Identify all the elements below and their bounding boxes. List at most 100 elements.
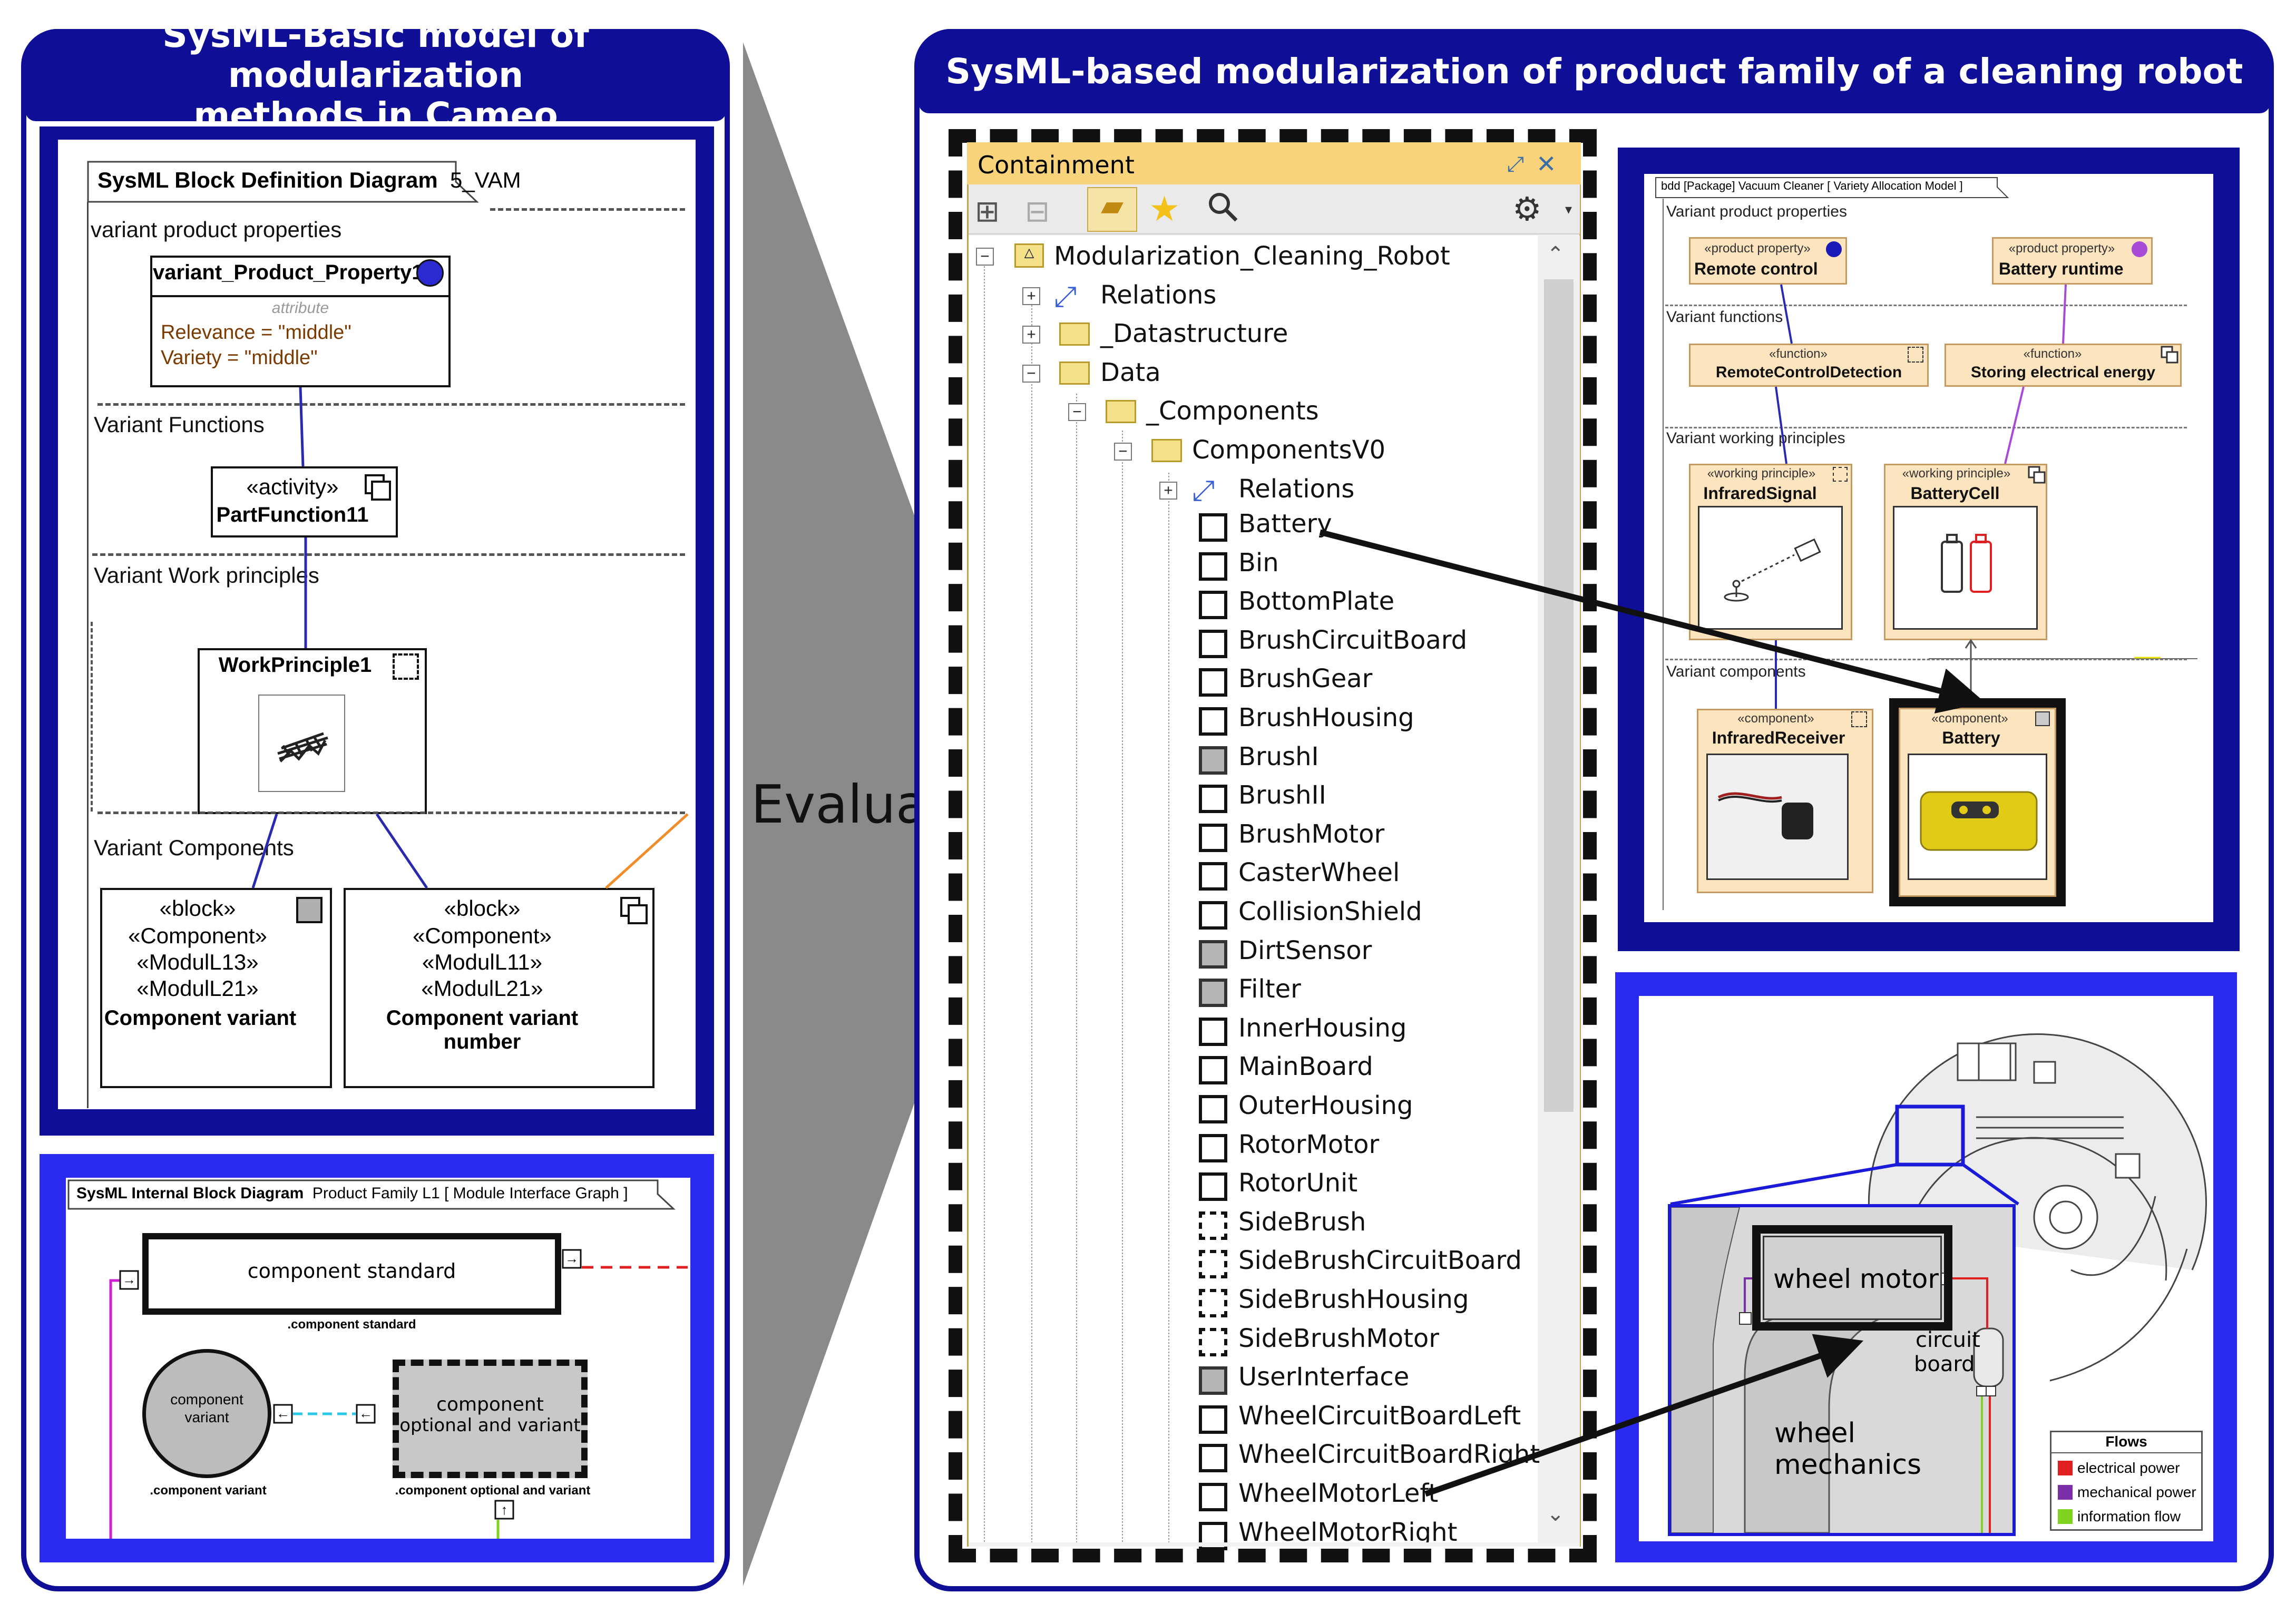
tree-item[interactable]: CollisionShield [1238, 897, 1422, 926]
comp1-stereo-4: «ModulL21» [136, 976, 259, 1001]
component-element-icon [1199, 785, 1227, 813]
restore-icon[interactable]: ⤢ [1507, 153, 1524, 176]
flows-divider [2051, 1452, 2202, 1453]
tree-item[interactable]: Filter [1238, 974, 1301, 1004]
evaluation-arrow [743, 42, 1020, 1586]
relations-expander[interactable]: + [1022, 287, 1040, 305]
comp1-stereo-2: «Component» [128, 923, 267, 948]
relations-icon: ⤢ [1054, 281, 1077, 312]
svg-text:←: ← [359, 1405, 373, 1421]
bdd-section-properties: variant product properties [91, 217, 342, 242]
tree-item[interactable]: SideBrush [1238, 1207, 1366, 1237]
close-icon[interactable]: ✕ [1536, 150, 1557, 178]
tree-item[interactable]: BrushII [1238, 780, 1326, 810]
dropdown-icon[interactable]: ▾ [1565, 201, 1572, 217]
vam-func2 [1945, 344, 2182, 387]
component-element-icon [1199, 630, 1227, 658]
scroll-down-icon[interactable]: ⌄ [1547, 1502, 1565, 1526]
component-element-icon [1199, 552, 1227, 581]
root-expander[interactable]: − [976, 248, 994, 266]
tree-item[interactable]: BottomPlate [1238, 586, 1395, 616]
vam-prop1-stereo: «product property» [1704, 241, 1811, 256]
tree-relations[interactable]: Relations [1100, 280, 1217, 310]
function-stereo: «activity» [246, 474, 339, 499]
svg-text:↑: ↑ [501, 1502, 508, 1518]
expand-icon[interactable]: ⊟ [1025, 194, 1050, 228]
left-title-line1: SysML-Basic model of modularization [162, 14, 589, 95]
tree-item[interactable]: WheelCircuitBoardRight [1238, 1440, 1540, 1469]
component-element-icon [1199, 901, 1227, 930]
tree-inner-relations[interactable]: Relations [1238, 474, 1355, 504]
component-element-icon [1199, 979, 1227, 1007]
tree-item[interactable]: BrushGear [1238, 664, 1373, 693]
vam-sec-components: Variant components [1666, 663, 1806, 680]
tree-item[interactable]: SideBrushHousing [1238, 1285, 1469, 1314]
component-element-icon [1199, 1172, 1227, 1201]
vam-header: bdd [Package] Vacuum Cleaner [ Variety A… [1661, 179, 1963, 192]
tree-datastructure[interactable]: _Datastructure [1100, 319, 1288, 348]
star-icon[interactable]: ★ [1149, 189, 1180, 228]
vam-func2-name: Storing electrical energy [1970, 364, 2156, 381]
property-block-title: variant_Product_Property1 [153, 261, 424, 284]
components-expander[interactable]: − [1068, 403, 1086, 421]
tree-item[interactable]: Battery [1238, 509, 1332, 539]
bdd-divider-top [490, 208, 685, 211]
tree-components[interactable]: _Components [1146, 396, 1319, 426]
tree-componentsv0[interactable]: ComponentsV0 [1192, 435, 1386, 465]
inner-relations-expander[interactable]: + [1159, 482, 1177, 500]
tree-item[interactable]: BrushCircuitBoard [1238, 625, 1468, 655]
tree-item[interactable]: BrushHousing [1238, 703, 1414, 732]
tree-item[interactable]: SideBrushMotor [1238, 1324, 1440, 1353]
tree-item[interactable]: OuterHousing [1238, 1091, 1413, 1120]
flow-information-label: information flow [2077, 1508, 2181, 1524]
principle-image [258, 695, 345, 792]
flows-legend [2050, 1431, 2203, 1531]
comp1-stereo-1: «block» [159, 896, 236, 921]
vam-func1 [1689, 344, 1929, 387]
data-expander[interactable]: − [1022, 365, 1040, 383]
tree-item[interactable]: InnerHousing [1238, 1013, 1407, 1043]
tree-item[interactable]: DirtSensor [1238, 936, 1372, 965]
tree-item[interactable]: WheelCircuitBoardLeft [1238, 1401, 1521, 1431]
component-element-icon [1199, 1211, 1227, 1240]
tree-item[interactable]: Bin [1238, 548, 1279, 578]
bdd-section-principles: Variant Work principles [94, 563, 319, 588]
wheel-motor-box [1752, 1225, 1952, 1331]
tree-bottom-clip [969, 1542, 1580, 1547]
bdd-header-tab [87, 161, 487, 203]
vam-frame-left [1663, 199, 1664, 910]
vam-sec-properties: Variant product properties [1666, 203, 1847, 220]
tree-item[interactable]: RotorMotor [1238, 1130, 1380, 1159]
svg-text:→: → [122, 1272, 136, 1287]
component-element-icon [1199, 1366, 1227, 1395]
tree-item[interactable]: WheelMotorRight [1238, 1518, 1458, 1547]
collapse-all-icon[interactable]: ⊞ [975, 194, 1000, 228]
component-element-icon [1199, 513, 1227, 542]
gear-icon[interactable]: ⚙ [1512, 191, 1542, 228]
component-optional-caption: .component optional and variant [395, 1483, 591, 1498]
componentsv0-expander[interactable]: − [1114, 443, 1132, 461]
tree-item[interactable]: BrushI [1238, 742, 1319, 771]
datastructure-expander[interactable]: + [1022, 326, 1040, 344]
tree-data[interactable]: Data [1100, 358, 1161, 387]
left-panel-header: SysML-Basic model of modularization meth… [25, 15, 726, 135]
tree-scrollbar-thumb[interactable] [1544, 279, 1574, 1112]
tree-item[interactable]: WheelMotorLeft [1238, 1479, 1439, 1508]
tree-item[interactable]: BrushMotor [1238, 819, 1385, 849]
open-folder-icon[interactable]: ▰ [1087, 187, 1137, 232]
tree-item[interactable]: UserInterface [1238, 1362, 1410, 1392]
tree-item[interactable]: RotorUnit [1238, 1168, 1358, 1198]
component-element-icon [1199, 1056, 1227, 1084]
vam-wp2-stereo: «working principle» [1902, 466, 2011, 481]
containment-dashed-frame [949, 129, 1597, 1562]
tree-item[interactable]: MainBoard [1238, 1052, 1373, 1081]
tree-root[interactable]: Modularization_Cleaning_Robot [1054, 241, 1450, 271]
circuit-board-label2: board [1914, 1352, 1975, 1376]
ibd-header-tab [67, 1179, 679, 1214]
scroll-up-icon[interactable]: ⌃ [1547, 243, 1565, 266]
property-attr2: Variety = "middle" [161, 347, 318, 369]
flow-electrical-label: electrical power [2077, 1460, 2180, 1476]
tree-item[interactable]: CasterWheel [1238, 858, 1400, 887]
tree-item[interactable]: SideBrushCircuitBoard [1238, 1246, 1522, 1275]
search-icon[interactable] [1207, 191, 1238, 225]
